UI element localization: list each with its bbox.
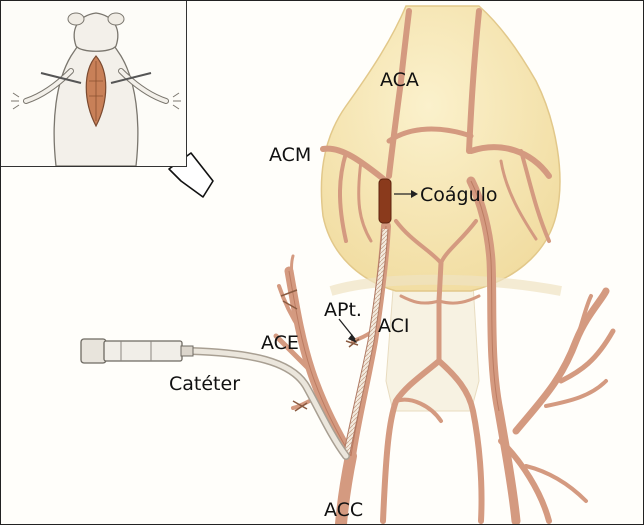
label-cateter: Catéter [169, 375, 240, 394]
label-apt: APt. [324, 301, 362, 320]
inset-rat-diagram [1, 1, 187, 167]
label-aca: ACA [380, 71, 419, 90]
label-acm: ACM [269, 146, 311, 165]
label-acc: ACC [324, 501, 363, 520]
clot [379, 179, 391, 223]
label-ace: ACE [261, 334, 299, 353]
label-aci: ACI [378, 317, 410, 336]
brain-shape [321, 6, 560, 291]
label-coagulo: Coágulo [420, 186, 498, 205]
basilar [439, 263, 441, 361]
syringe [81, 339, 193, 363]
